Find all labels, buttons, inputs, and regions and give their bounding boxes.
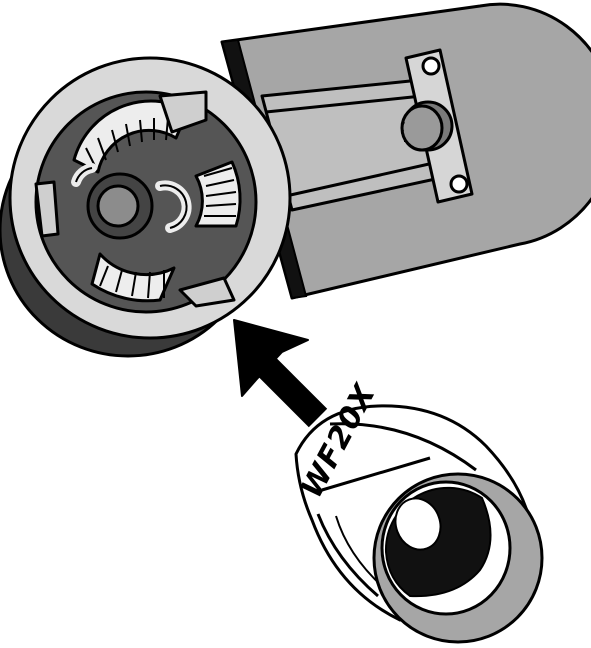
slider-rail-line-bottom [285, 160, 439, 198]
screw-top [421, 56, 441, 76]
eyepiece-lens-highlight [394, 497, 442, 551]
screw-bottom [449, 174, 469, 194]
slider-rail-line-top [265, 94, 423, 114]
holder-tabs [34, 90, 236, 308]
eyepiece-holder [0, 56, 292, 358]
adjust-knob-icon [400, 100, 454, 152]
holder-hub [96, 184, 140, 228]
eyepiece: WF20X [294, 378, 544, 644]
holder-slots [72, 99, 242, 303]
arrow-icon [233, 319, 328, 428]
